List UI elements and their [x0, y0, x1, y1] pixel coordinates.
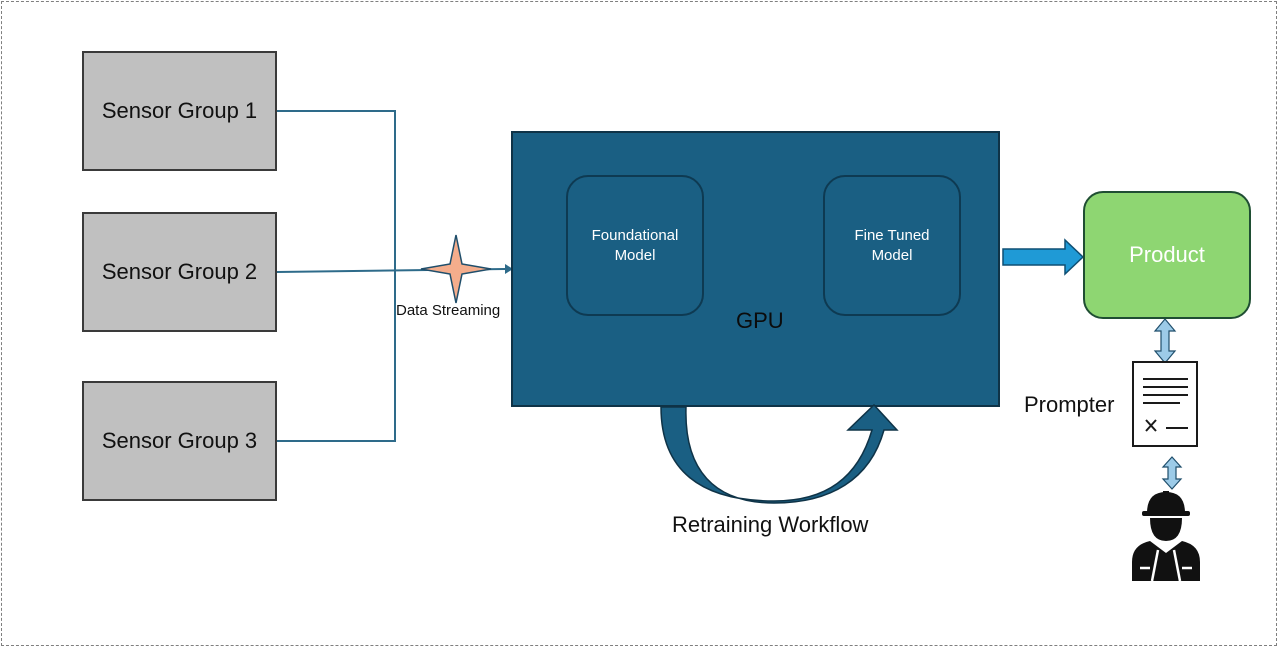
foundational-model-box: Foundational Model — [566, 175, 704, 316]
gpu-label: GPU — [736, 308, 784, 333]
sensor-group-2-label: Sensor Group 2 — [101, 259, 258, 284]
product-box: Product — [1083, 191, 1251, 319]
product-label: Product — [1129, 242, 1205, 267]
gpu-block — [511, 131, 1000, 407]
prompter-document-icon — [1132, 361, 1198, 447]
fine-tuned-model-box: Fine Tuned Model — [823, 175, 961, 316]
output-arrow-icon — [1002, 238, 1085, 276]
sensor-group-2: Sensor Group 2 — [82, 212, 277, 332]
worker-icon — [1132, 491, 1200, 582]
prompter-label: Prompter — [1024, 392, 1115, 417]
sensor-group-3: Sensor Group 3 — [82, 381, 277, 501]
foundational-model-label: Foundational Model — [591, 226, 679, 264]
sensor1-connector — [277, 110, 396, 442]
retraining-curved-arrow-icon — [660, 403, 899, 504]
sensor-group-3-label: Sensor Group 3 — [101, 428, 258, 453]
retraining-workflow-label: Retraining Workflow — [672, 512, 869, 537]
sensor-group-1-label: Sensor Group 1 — [101, 98, 258, 123]
data-streaming-star-icon — [420, 234, 492, 304]
data-stream-arrowhead — [505, 264, 513, 274]
fine-tuned-model-label: Fine Tuned Model — [854, 226, 930, 264]
data-streaming-label: Data Streaming — [396, 302, 501, 319]
sensor-group-1: Sensor Group 1 — [82, 51, 277, 171]
prompter-user-double-arrow-icon — [1161, 456, 1183, 490]
